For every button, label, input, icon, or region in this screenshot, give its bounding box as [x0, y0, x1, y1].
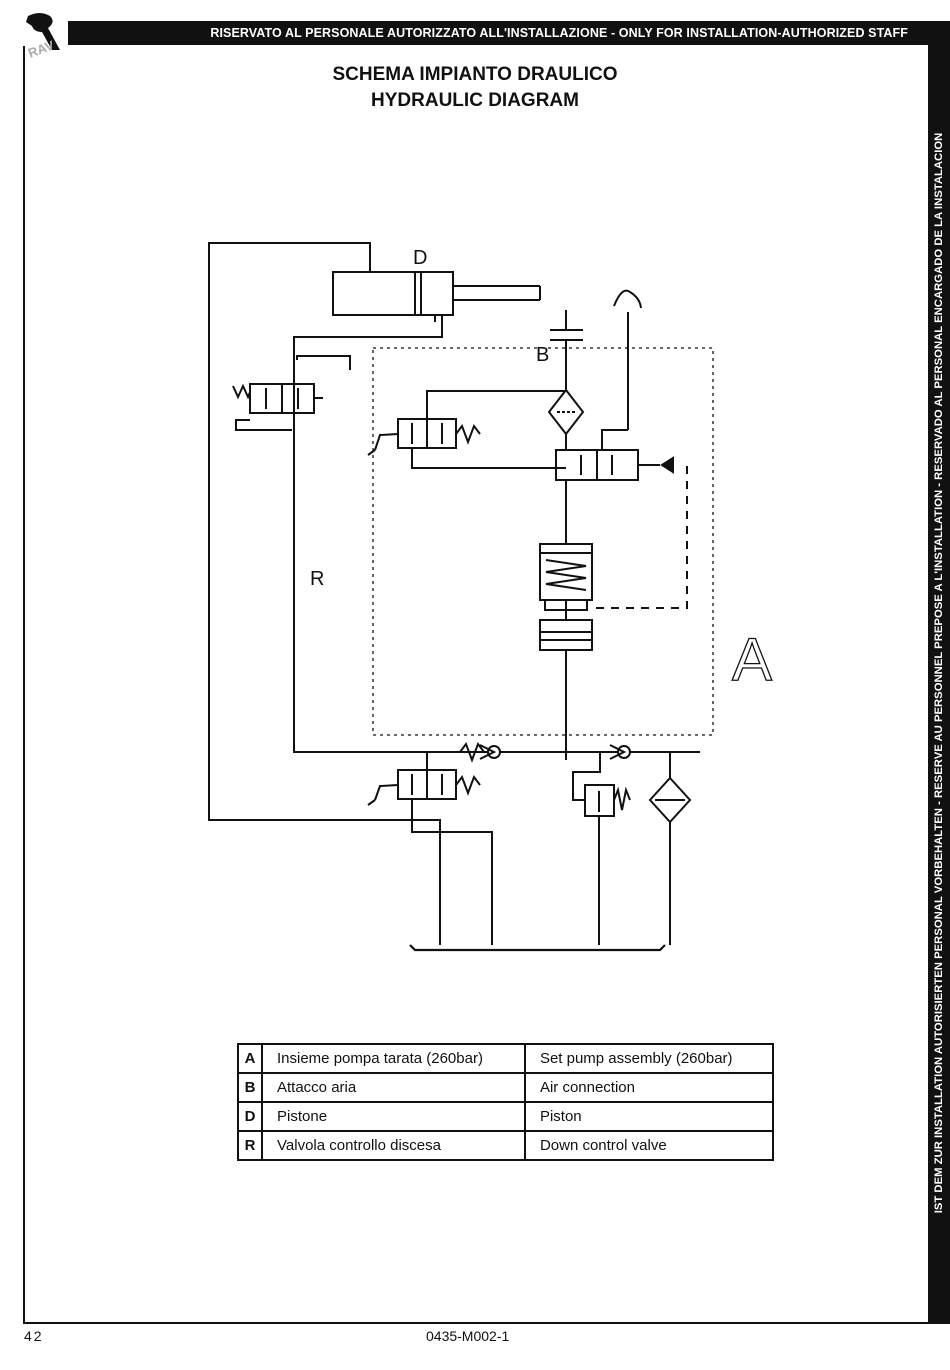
- table-row: A Insieme pompa tarata (260bar) Set pump…: [237, 1043, 775, 1074]
- piston-cylinder: [332, 271, 541, 316]
- label-d: D: [413, 247, 427, 269]
- legend-english: Down control valve: [523, 1130, 775, 1161]
- down-control-valve: [232, 355, 351, 431]
- page-title-it: SCHEMA IMPIANTO DRAULICO: [332, 64, 618, 85]
- legend-english: Piston: [523, 1101, 775, 1132]
- pilot-valve: [555, 449, 674, 481]
- legend-key: B: [237, 1072, 263, 1103]
- directional-valve-upper: [367, 390, 566, 469]
- relief-valve: [572, 752, 631, 945]
- label-a: A: [732, 626, 772, 693]
- table-row: D Pistone Piston: [237, 1101, 775, 1132]
- exhaust-port: [613, 289, 642, 309]
- page-title-en: HYDRAULIC DIAGRAM: [371, 90, 579, 111]
- legend-key: A: [237, 1043, 263, 1074]
- legend-key: D: [237, 1101, 263, 1132]
- legend-key: R: [237, 1130, 263, 1161]
- legend-italian: Valvola controllo discesa: [261, 1130, 526, 1161]
- document-code: 0435-M002-1: [426, 1328, 510, 1344]
- directional-valve-lower: [367, 752, 493, 945]
- table-row: R Valvola controllo discesa Down control…: [237, 1130, 775, 1161]
- legend-english: Set pump assembly (260bar): [523, 1043, 775, 1074]
- label-b: B: [536, 344, 549, 366]
- frame-left-border: [23, 46, 25, 1324]
- company-logo: RAV: [26, 13, 60, 60]
- header-bar: RISERVATO AL PERSONALE AUTORIZZATO ALL'I…: [68, 21, 928, 45]
- side-bar: IST DEM ZUR INSTALLATION AUTORISIERTEN P…: [928, 21, 950, 1324]
- page-number: 42: [24, 1328, 44, 1344]
- legend-italian: Attacco aria: [261, 1072, 526, 1103]
- label-r: R: [310, 568, 324, 590]
- pump-cylinder: [539, 543, 593, 651]
- header-text: RISERVATO AL PERSONALE AUTORIZZATO ALL'I…: [210, 26, 908, 40]
- frame-bottom-border: [23, 1322, 928, 1324]
- legend-italian: Pistone: [261, 1101, 526, 1132]
- legend-table: A Insieme pompa tarata (260bar) Set pump…: [237, 1043, 775, 1161]
- legend-english: Air connection: [523, 1072, 775, 1103]
- pump-assembly-boundary: [372, 347, 714, 736]
- air-filter: [547, 388, 585, 436]
- oil-tank: [409, 944, 666, 952]
- table-row: B Attacco aria Air connection: [237, 1072, 775, 1103]
- legend-italian: Insieme pompa tarata (260bar): [261, 1043, 526, 1074]
